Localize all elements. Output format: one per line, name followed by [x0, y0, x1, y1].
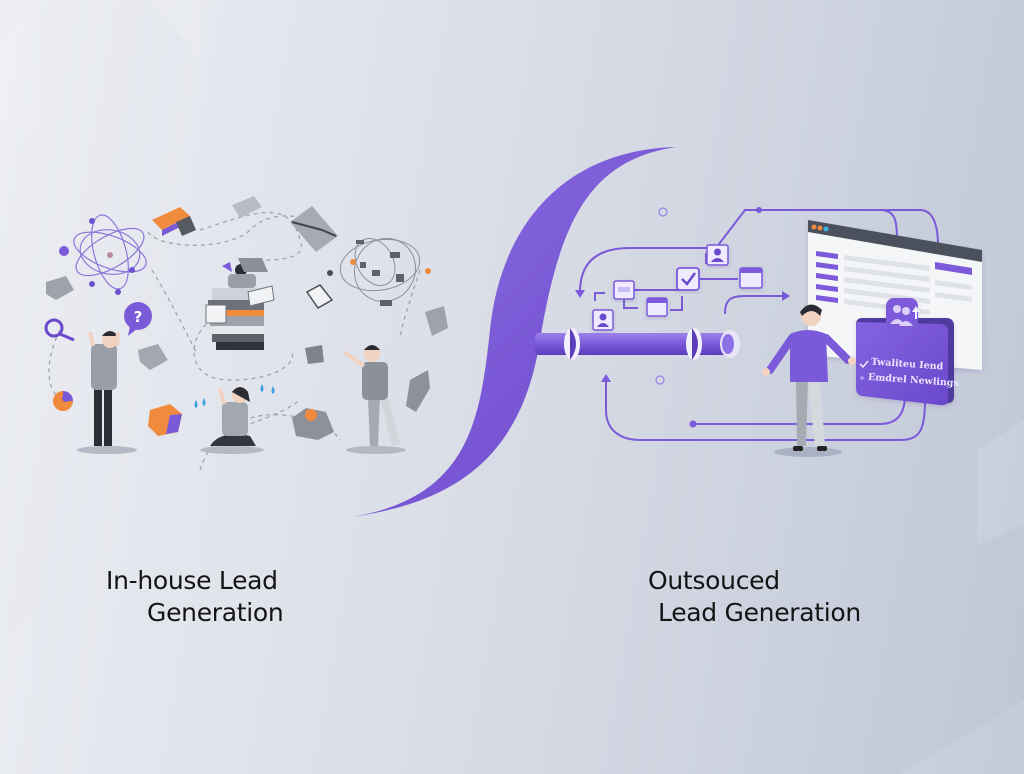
- user-profile-icon: [592, 309, 614, 331]
- inhouse-caption: In-house Lead Generation: [106, 565, 284, 629]
- svg-text:?: ?: [134, 308, 143, 326]
- leads-card: [856, 298, 954, 406]
- walking-person-figure: [342, 345, 406, 454]
- presenter-figure: [762, 304, 856, 457]
- inbox-icon: [613, 280, 635, 300]
- inhouse-scene: ?: [44, 196, 448, 471]
- book-stack-icon: [205, 258, 275, 350]
- atom-orbit-icon: [73, 214, 147, 290]
- tangled-network-icon: [339, 237, 421, 303]
- outsourced-caption: Outsouced Lead Generation: [648, 565, 861, 629]
- check-icon: [859, 360, 869, 369]
- cube-icon: [148, 404, 182, 436]
- user-profile-icon: [706, 244, 729, 266]
- envelope-icon: [290, 206, 338, 252]
- outsourced-caption-line2: Lead Generation: [658, 598, 861, 627]
- calendar-icon: [646, 297, 668, 317]
- stressed-person-figure: [77, 331, 137, 454]
- sitting-person-figure: [200, 387, 264, 454]
- question-bubble-icon: ?: [124, 302, 152, 336]
- pie-chart-icon: [53, 391, 73, 411]
- sweat-drops-icon: [194, 384, 275, 408]
- magnifier-icon: [44, 318, 75, 342]
- folder-icon: [152, 207, 196, 236]
- calendar-icon: [739, 267, 763, 289]
- divider-swoosh: [345, 147, 676, 518]
- inhouse-caption-line1: In-house Lead: [106, 566, 278, 595]
- inhouse-caption-line2: Generation: [147, 598, 284, 627]
- pipe-icon: [535, 328, 740, 360]
- checkbox-icon: [676, 267, 700, 291]
- outsourced-caption-line1: Outsouced: [648, 566, 780, 595]
